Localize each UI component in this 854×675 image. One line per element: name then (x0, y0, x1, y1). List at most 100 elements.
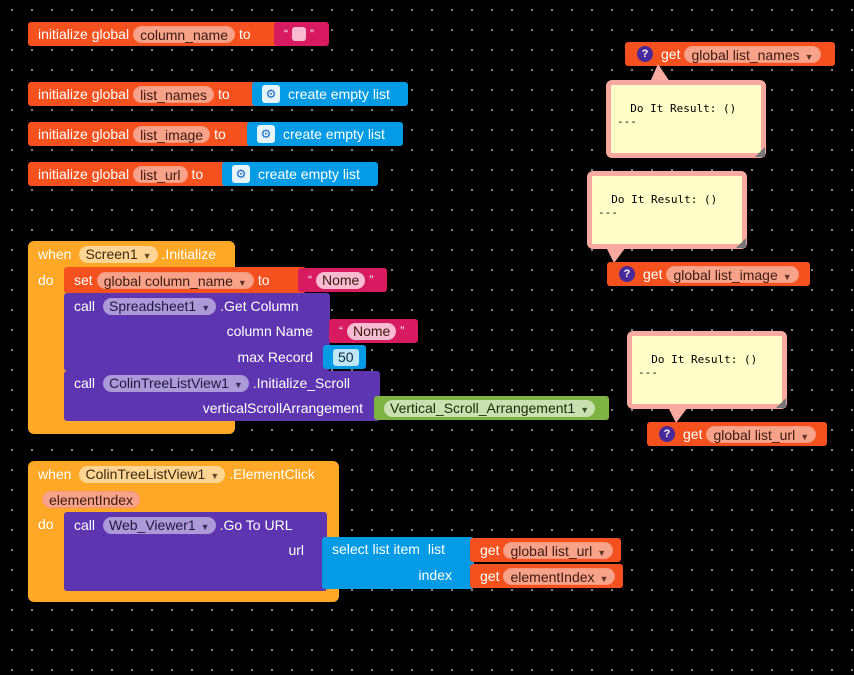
init-global-list-names-block[interactable]: initialize global list_names to (28, 82, 260, 106)
variable-dropdown[interactable]: global column_name▼ (96, 271, 254, 289)
event-parameter[interactable]: elementIndex (42, 490, 141, 508)
do-it-result-bubble: Do It Result: () --- (627, 331, 787, 409)
chevron-down-icon: ▼ (237, 277, 247, 288)
get-keyword: get (683, 426, 703, 442)
set-global-block[interactable]: set global column_name▼ to (64, 267, 306, 293)
max-record-label: max Record (237, 349, 313, 365)
to-keyword: to (191, 166, 204, 182)
quote-close: ” (310, 27, 314, 41)
create-empty-list-block[interactable]: ⚙ create empty list (247, 122, 403, 146)
global-name-field[interactable]: list_image (133, 125, 211, 143)
create-empty-list-block[interactable]: ⚙ create empty list (222, 162, 378, 186)
quote-open: “ (339, 324, 343, 338)
variable-dropdown[interactable]: global list_names▼ (684, 45, 821, 63)
global-name-field[interactable]: list_names (133, 85, 214, 103)
bubble-tail (606, 247, 626, 263)
text-nome-block[interactable]: “ Nome ” (329, 319, 418, 343)
vertical-scroll-label: verticalScrollArrangement (202, 400, 363, 416)
watch-get-list-image-block[interactable]: ? get global list_image▼ (607, 262, 810, 286)
bubble-tail (650, 64, 670, 82)
spreadsheet-get-column-block[interactable]: call Spreadsheet1▼ .Get Column column Na… (64, 293, 330, 371)
quote-close: ” (400, 324, 405, 338)
init-global-column-name-block[interactable]: initialize global column_name to (28, 22, 281, 46)
do-it-result-text: Do It Result: () --- (638, 353, 758, 379)
method-name: .Initialize_Scroll (252, 375, 351, 391)
do-it-result-text: Do It Result: () --- (617, 102, 737, 128)
event-name: .Initialize (161, 246, 217, 262)
chevron-down-icon: ▼ (580, 404, 590, 415)
watch-get-list-names-block[interactable]: ? get global list_names▼ (625, 42, 835, 66)
set-keyword: set (74, 272, 93, 288)
create-empty-list-block[interactable]: ⚙ create empty list (252, 82, 408, 106)
initialize-scroll-block[interactable]: call ColinTreeListView1▼ .Initialize_Scr… (64, 371, 380, 421)
chevron-down-icon: ▼ (233, 379, 243, 390)
chevron-down-icon: ▼ (201, 302, 211, 313)
gear-icon[interactable]: ⚙ (257, 125, 275, 143)
component-dropdown[interactable]: Screen1▼ (79, 245, 158, 263)
get-global-list-url-block[interactable]: get global list_url▼ (470, 538, 621, 562)
quote-close: ” (369, 273, 374, 287)
when-keyword: when (38, 246, 72, 262)
create-empty-list-label: create empty list (283, 126, 385, 142)
global-name-field[interactable]: list_url (133, 165, 188, 183)
get-element-index-block[interactable]: get elementIndex▼ (470, 564, 623, 588)
quote-open: “ (284, 27, 288, 41)
text-nome-block[interactable]: “ Nome ” (298, 268, 387, 292)
init-global-keyword: initialize global (38, 166, 130, 182)
variable-dropdown[interactable]: global list_url▼ (706, 425, 817, 443)
text-value-field[interactable]: Nome (316, 271, 366, 289)
call-keyword: call (74, 517, 96, 533)
variable-dropdown[interactable]: global list_url▼ (503, 541, 614, 559)
do-it-result-text: Do It Result: () --- (598, 193, 718, 219)
create-empty-list-label: create empty list (258, 166, 360, 182)
empty-text-block[interactable]: “ ” (274, 22, 329, 46)
resize-handle[interactable] (736, 238, 746, 248)
resize-handle[interactable] (776, 398, 786, 408)
url-label: url (288, 542, 304, 558)
gear-icon[interactable]: ⚙ (232, 165, 250, 183)
chevron-down-icon: ▼ (200, 521, 210, 532)
resize-handle[interactable] (755, 147, 765, 157)
component-dropdown[interactable]: Vertical_Scroll_Arrangement1▼ (384, 399, 596, 417)
init-global-keyword: initialize global (38, 26, 130, 42)
column-name-label: column Name (226, 323, 313, 339)
component-dropdown[interactable]: ColinTreeListView1▼ (79, 465, 226, 483)
to-keyword: to (257, 272, 270, 288)
event-name: .ElementClick (229, 466, 315, 482)
question-mark-icon[interactable]: ? (619, 266, 635, 282)
watch-get-list-url-block[interactable]: ? get global list_url▼ (647, 422, 827, 446)
call-keyword: call (74, 375, 96, 391)
variable-dropdown[interactable]: elementIndex▼ (503, 567, 616, 585)
quote-open: “ (308, 273, 312, 287)
component-dropdown[interactable]: Web_Viewer1▼ (103, 516, 216, 534)
to-keyword: to (239, 26, 251, 42)
global-name-field[interactable]: column_name (133, 25, 235, 43)
init-global-list-image-block[interactable]: initialize global list_image to (28, 122, 254, 146)
go-to-url-block[interactable]: call Web_Viewer1▼ .Go To URL url (64, 512, 327, 591)
init-global-list-url-block[interactable]: initialize global list_url to (28, 162, 230, 186)
gear-icon[interactable]: ⚙ (262, 85, 280, 103)
question-mark-icon[interactable]: ? (637, 46, 653, 62)
vertical-scroll-arrangement-block[interactable]: Vertical_Scroll_Arrangement1▼ (374, 396, 609, 420)
get-keyword: get (480, 542, 500, 558)
get-keyword: get (643, 266, 663, 282)
method-name: .Go To URL (219, 517, 293, 533)
number-value-field[interactable]: 50 (333, 348, 359, 366)
list-label: list (427, 541, 446, 557)
component-dropdown[interactable]: Spreadsheet1▼ (103, 297, 217, 315)
select-list-item-label: select list item (332, 541, 420, 557)
component-dropdown[interactable]: ColinTreeListView1▼ (103, 374, 249, 392)
to-keyword: to (217, 86, 230, 102)
number-block[interactable]: 50 (323, 345, 366, 369)
text-value-field[interactable]: Nome (347, 322, 397, 340)
to-keyword: to (214, 126, 226, 142)
create-empty-list-label: create empty list (288, 86, 390, 102)
chevron-down-icon: ▼ (782, 271, 792, 282)
text-value-field[interactable] (292, 27, 306, 41)
do-it-result-bubble: Do It Result: () --- (587, 171, 747, 249)
variable-dropdown[interactable]: global list_image▼ (666, 265, 799, 283)
chevron-down-icon: ▼ (599, 573, 609, 584)
select-list-item-block[interactable]: select list item list index (322, 537, 474, 589)
question-mark-icon[interactable]: ? (659, 426, 675, 442)
method-name: .Get Column (220, 298, 299, 314)
